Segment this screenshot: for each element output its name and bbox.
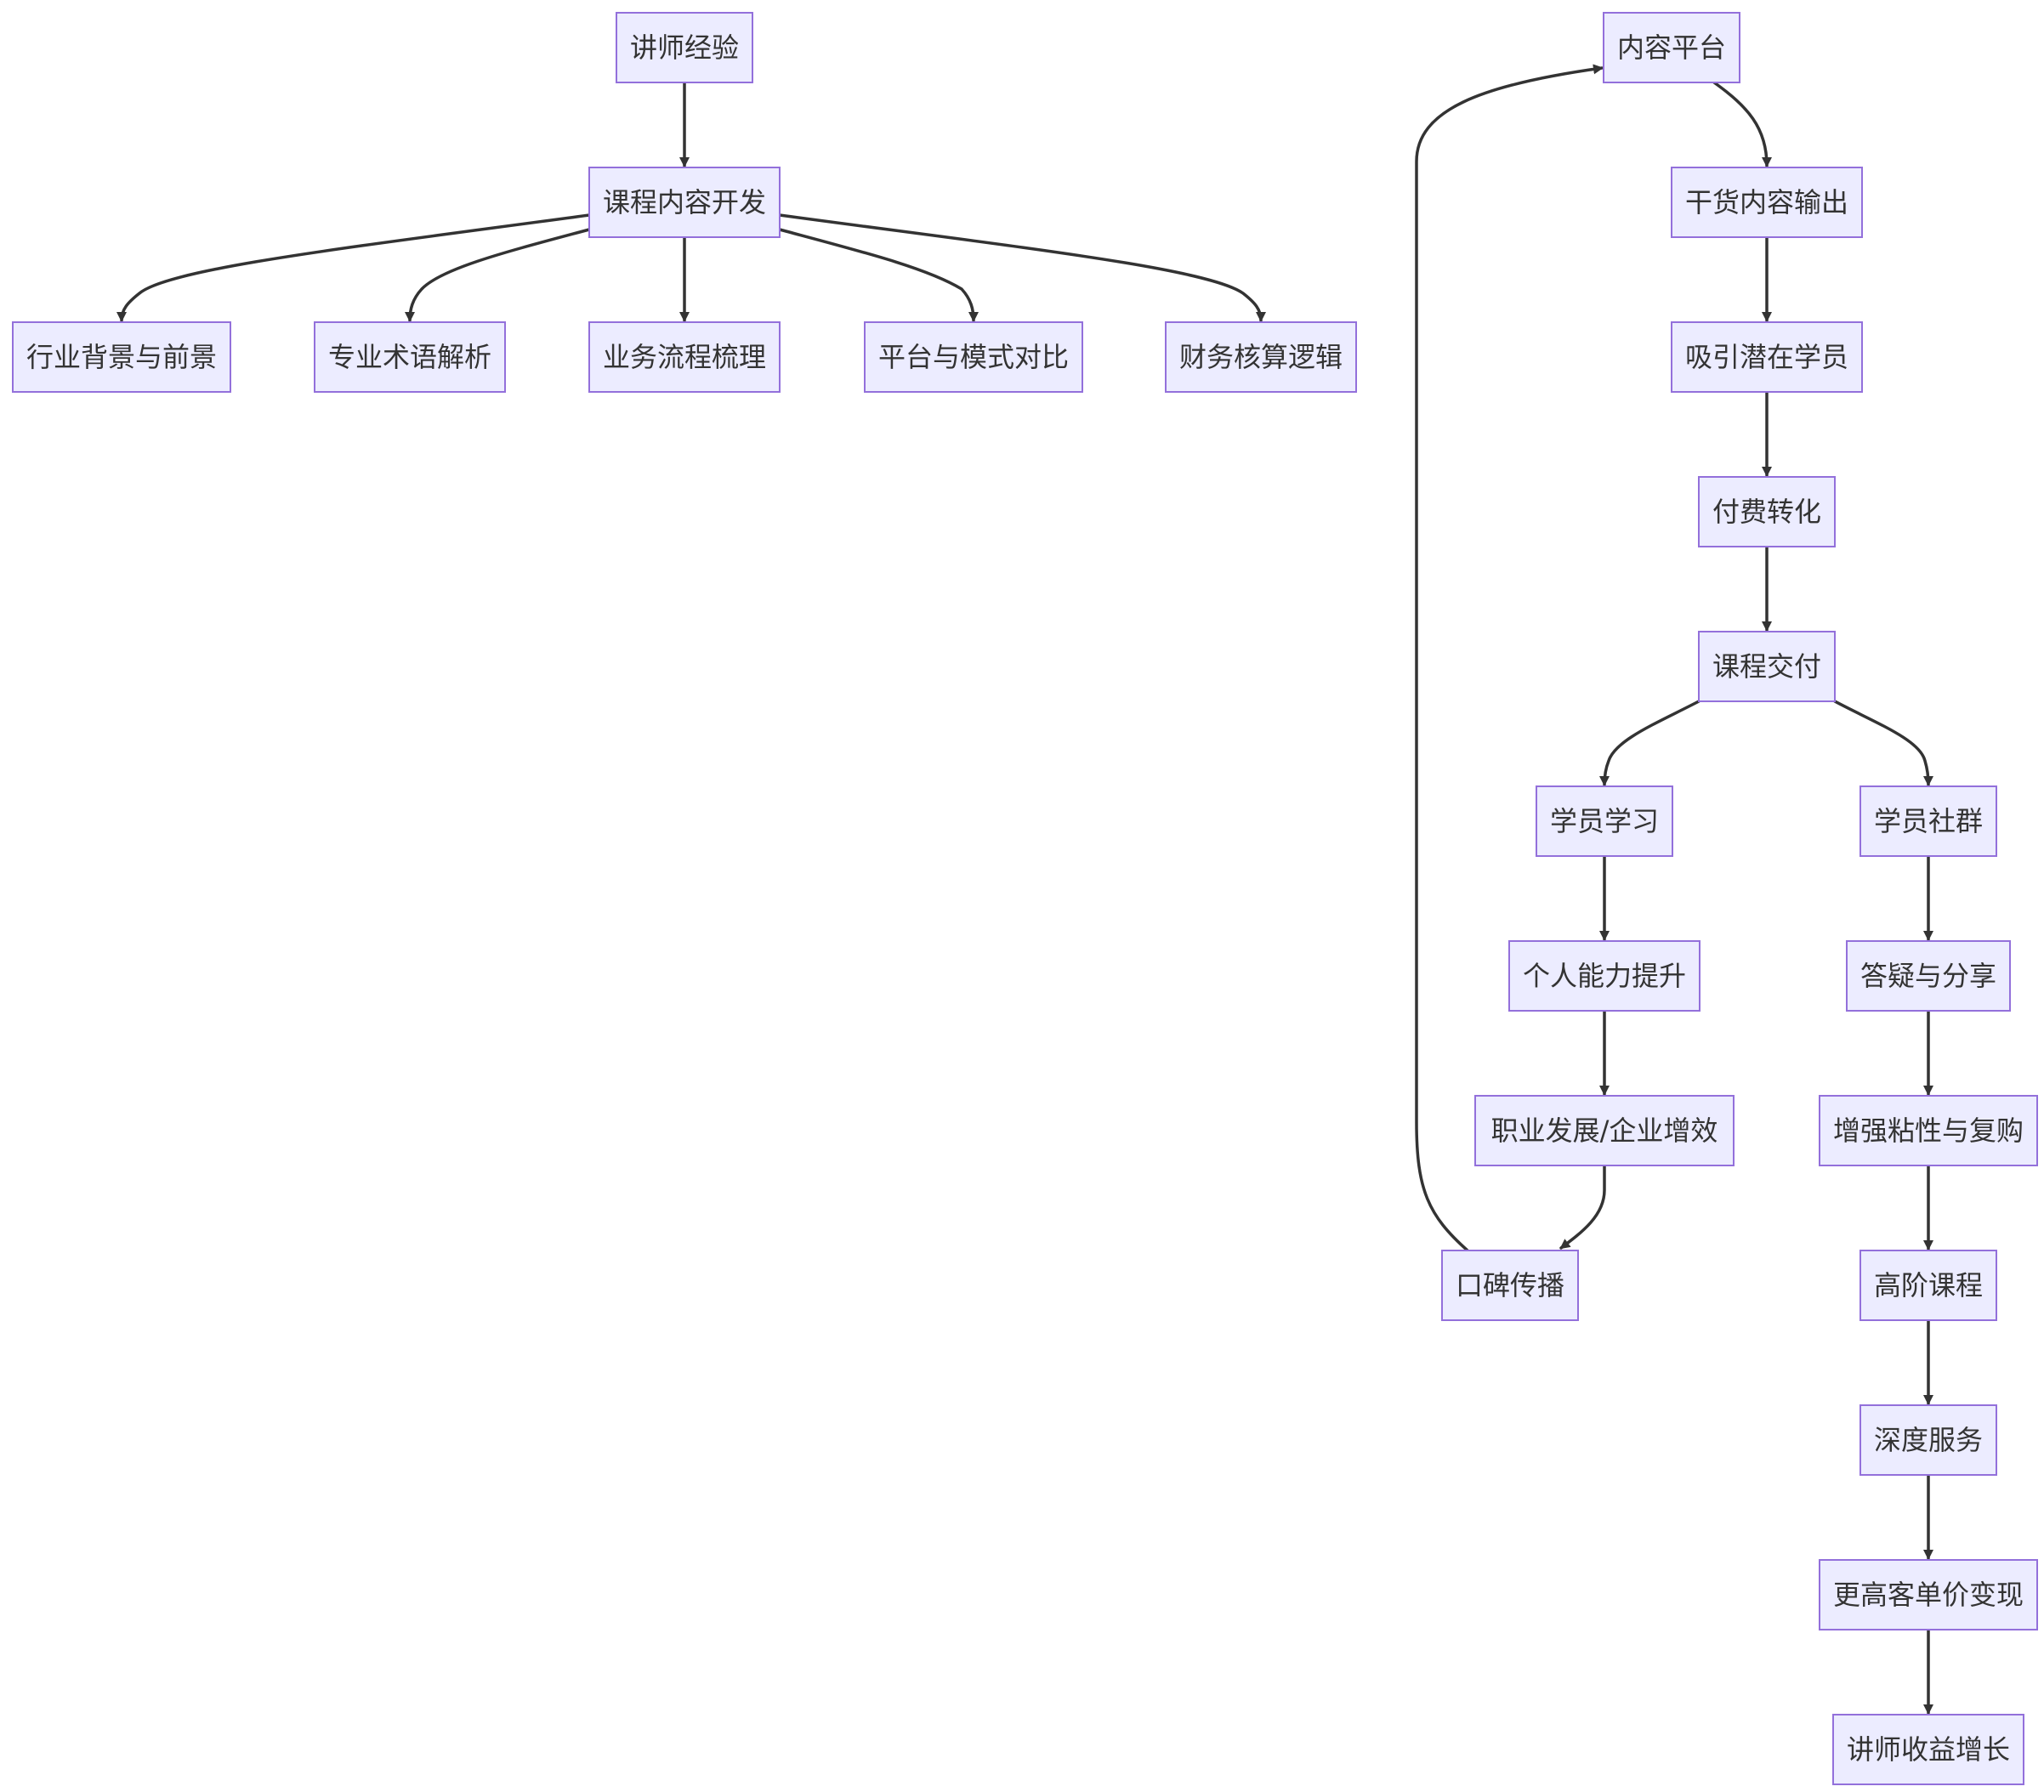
node-e: 吸引潜在学员 <box>1671 321 1863 393</box>
node-label: 财务核算逻辑 <box>1179 341 1343 373</box>
node-label: 干货内容输出 <box>1685 186 1848 218</box>
node-label: 学员学习 <box>1550 805 1659 837</box>
node-box <box>1832 1714 2024 1785</box>
node-b1: 行业背景与前景 <box>12 321 231 393</box>
node-label: 吸引潜在学员 <box>1685 341 1848 373</box>
edge-g-to-h <box>1599 700 1700 786</box>
node-h2: 职业发展/企业增效 <box>1474 1095 1735 1166</box>
node-label: 讲师收益增长 <box>1847 1733 2010 1766</box>
node-box <box>1536 785 1673 857</box>
node-label: 学员社群 <box>1874 805 1983 837</box>
node-label: 专业术语解析 <box>328 341 491 373</box>
node-box <box>1819 1095 2038 1166</box>
node-label: 行业背景与前景 <box>26 341 217 373</box>
node-label: 付费转化 <box>1712 496 1821 528</box>
node-box <box>1508 940 1700 1012</box>
node-box <box>1698 631 1836 702</box>
node-b3: 业务流程梳理 <box>588 321 781 393</box>
node-box <box>1859 1404 1997 1476</box>
node-box <box>588 167 781 238</box>
node-label: 课程交付 <box>1712 650 1821 683</box>
node-i5: 更高客单价变现 <box>1819 1559 2038 1630</box>
edge-g-to-i <box>1833 700 1933 786</box>
node-box <box>1165 321 1357 393</box>
node-b2: 专业术语解析 <box>314 321 506 393</box>
node-box <box>1474 1095 1735 1166</box>
node-box <box>1671 167 1863 238</box>
node-i6: 讲师收益增长 <box>1832 1714 2024 1785</box>
node-box <box>1859 1250 1997 1321</box>
node-label: 答疑与分享 <box>1860 960 1996 992</box>
node-h1: 个人能力提升 <box>1508 940 1700 1012</box>
node-a: 讲师经验 <box>616 12 753 83</box>
edge-h2-to-h3 <box>1559 1164 1606 1250</box>
node-label: 课程内容开发 <box>603 186 766 218</box>
node-box <box>12 321 231 393</box>
edge-b-to-b4 <box>778 228 979 322</box>
node-i2: 增强粘性与复购 <box>1819 1095 2038 1166</box>
node-label: 口碑传播 <box>1456 1269 1564 1301</box>
node-label: 更高客单价变现 <box>1833 1579 2024 1611</box>
edges-layer <box>116 64 1933 1715</box>
node-label: 讲师经验 <box>630 31 739 64</box>
node-label: 深度服务 <box>1874 1424 1983 1456</box>
node-label: 增强粘性与复购 <box>1833 1114 2024 1147</box>
node-box <box>1671 321 1863 393</box>
node-box <box>1603 12 1740 83</box>
node-c: 内容平台 <box>1603 12 1740 83</box>
node-label: 平台与模式对比 <box>878 341 1069 373</box>
edge-b-to-b1 <box>116 213 591 322</box>
node-h: 学员学习 <box>1536 785 1673 857</box>
node-label: 职业发展/企业增效 <box>1491 1114 1718 1147</box>
node-box <box>864 321 1083 393</box>
node-b5: 财务核算逻辑 <box>1165 321 1357 393</box>
node-d: 干货内容输出 <box>1671 167 1863 238</box>
node-box <box>1441 1250 1579 1321</box>
node-box <box>616 12 753 83</box>
node-b: 课程内容开发 <box>588 167 781 238</box>
node-f: 付费转化 <box>1698 476 1836 547</box>
node-h3: 口碑传播 <box>1441 1250 1579 1321</box>
node-box <box>1819 1559 2038 1630</box>
node-box <box>1698 476 1836 547</box>
node-b4: 平台与模式对比 <box>864 321 1083 393</box>
edge-c-to-d <box>1712 81 1772 167</box>
node-box <box>1846 940 2011 1012</box>
node-box <box>588 321 781 393</box>
node-label: 高阶课程 <box>1874 1269 1983 1301</box>
edge-b-to-b2 <box>405 228 591 322</box>
node-i3: 高阶课程 <box>1859 1250 1997 1321</box>
node-i: 学员社群 <box>1859 785 1997 857</box>
edge-b-to-b5 <box>778 213 1266 322</box>
node-label: 个人能力提升 <box>1523 960 1686 992</box>
edge-h3-to-c <box>1415 64 1604 1252</box>
node-box <box>314 321 506 393</box>
node-label: 业务流程梳理 <box>603 341 766 373</box>
node-g: 课程交付 <box>1698 631 1836 702</box>
node-box <box>1859 785 1997 857</box>
node-i1: 答疑与分享 <box>1846 940 2011 1012</box>
node-label: 内容平台 <box>1617 31 1726 64</box>
node-i4: 深度服务 <box>1859 1404 1997 1476</box>
